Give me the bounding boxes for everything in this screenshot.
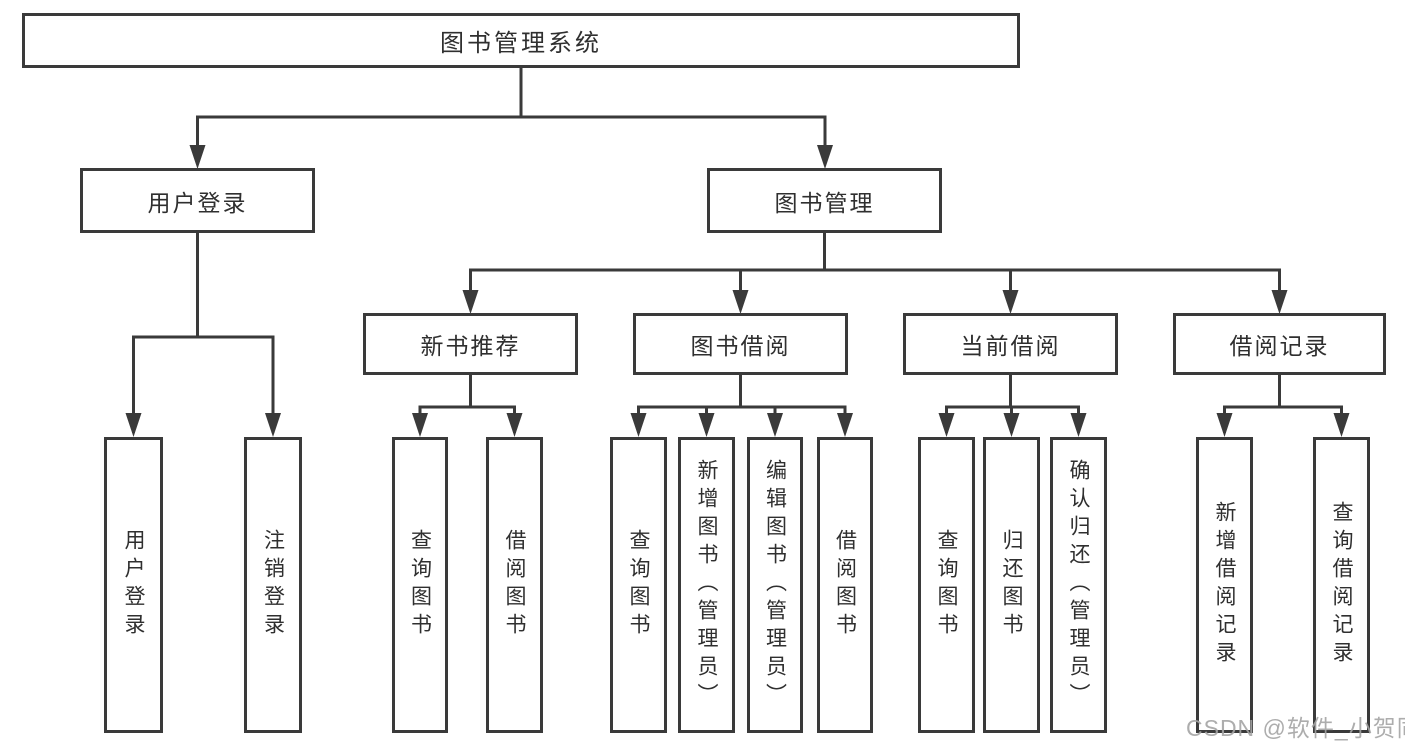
leaf-borrow-books-recommend: 借阅图书 bbox=[486, 437, 543, 733]
leaf-add-borrow-record: 新增借阅记录 bbox=[1196, 437, 1253, 733]
leaf-confirm-return-admin: 确认归还（管理员） bbox=[1050, 437, 1107, 733]
leaf-logout: 注销登录 bbox=[244, 437, 302, 733]
leaf-borrow-books: 借阅图书 bbox=[817, 437, 873, 733]
node-book-management-branch: 图书管理 bbox=[707, 168, 942, 233]
csdn-watermark: CSDN @软件_小贺同学 bbox=[1186, 715, 1405, 741]
leaf-query-books-borrow: 查询图书 bbox=[610, 437, 667, 733]
node-book-borrow: 图书借阅 bbox=[633, 313, 848, 375]
node-user-login-branch: 用户登录 bbox=[80, 168, 315, 233]
leaf-user-login: 用户登录 bbox=[104, 437, 163, 733]
node-current-borrow: 当前借阅 bbox=[903, 313, 1118, 375]
node-root-system: 图书管理系统 bbox=[22, 13, 1020, 68]
leaf-query-borrow-record: 查询借阅记录 bbox=[1313, 437, 1370, 733]
leaf-add-books-admin: 新增图书（管理员） bbox=[678, 437, 735, 733]
node-borrow-records: 借阅记录 bbox=[1173, 313, 1386, 375]
leaf-return-books: 归还图书 bbox=[983, 437, 1040, 733]
node-new-book-recommend: 新书推荐 bbox=[363, 313, 578, 375]
leaf-edit-books-admin: 编辑图书（管理员） bbox=[747, 437, 803, 733]
leaf-query-books-recommend: 查询图书 bbox=[392, 437, 448, 733]
leaf-query-books-current: 查询图书 bbox=[918, 437, 975, 733]
